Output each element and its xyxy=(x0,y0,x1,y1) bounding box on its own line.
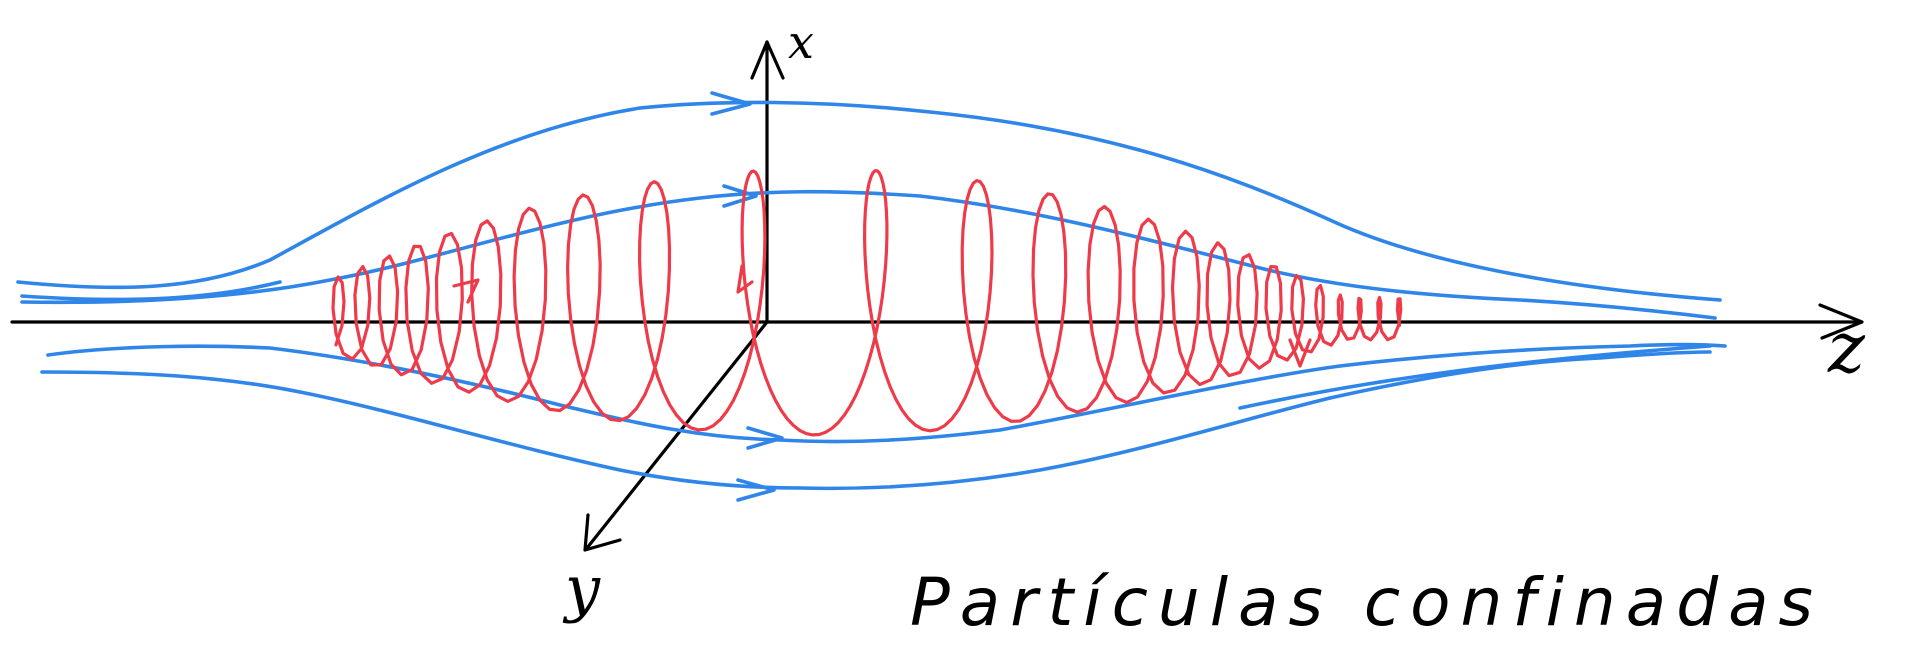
trajectory-arrow-right xyxy=(1288,338,1312,368)
y-axis-label: y xyxy=(562,552,601,625)
field-line-outer-bottom xyxy=(40,350,1712,491)
trajectory-arrow-center xyxy=(736,264,754,294)
y-axis xyxy=(585,320,769,550)
z-axis-label: z xyxy=(1827,307,1866,389)
x-axis-label: x xyxy=(788,15,814,69)
field-arrow-4 xyxy=(736,478,776,502)
z-axis-arrowhead xyxy=(1818,303,1864,340)
caption: Partículas confinadas xyxy=(910,564,1823,641)
field-line-inner-bottom xyxy=(46,342,1727,444)
y-axis-arrowhead xyxy=(583,513,622,552)
field-line-inner-top xyxy=(20,189,1717,320)
spiral-path xyxy=(331,169,1403,437)
magnetic-field-lines xyxy=(16,91,1727,502)
field-arrow-2 xyxy=(722,184,758,208)
trajectory-arrow-left xyxy=(452,278,480,304)
field-line-outer-top xyxy=(16,100,1722,302)
field-line-outer-bottom-2 xyxy=(1238,344,1712,410)
field-arrow-1 xyxy=(710,91,752,116)
axes xyxy=(10,40,1864,552)
particle-trajectory xyxy=(331,169,1403,437)
x-axis-arrowhead xyxy=(750,40,785,80)
field-arrow-3 xyxy=(746,426,784,450)
